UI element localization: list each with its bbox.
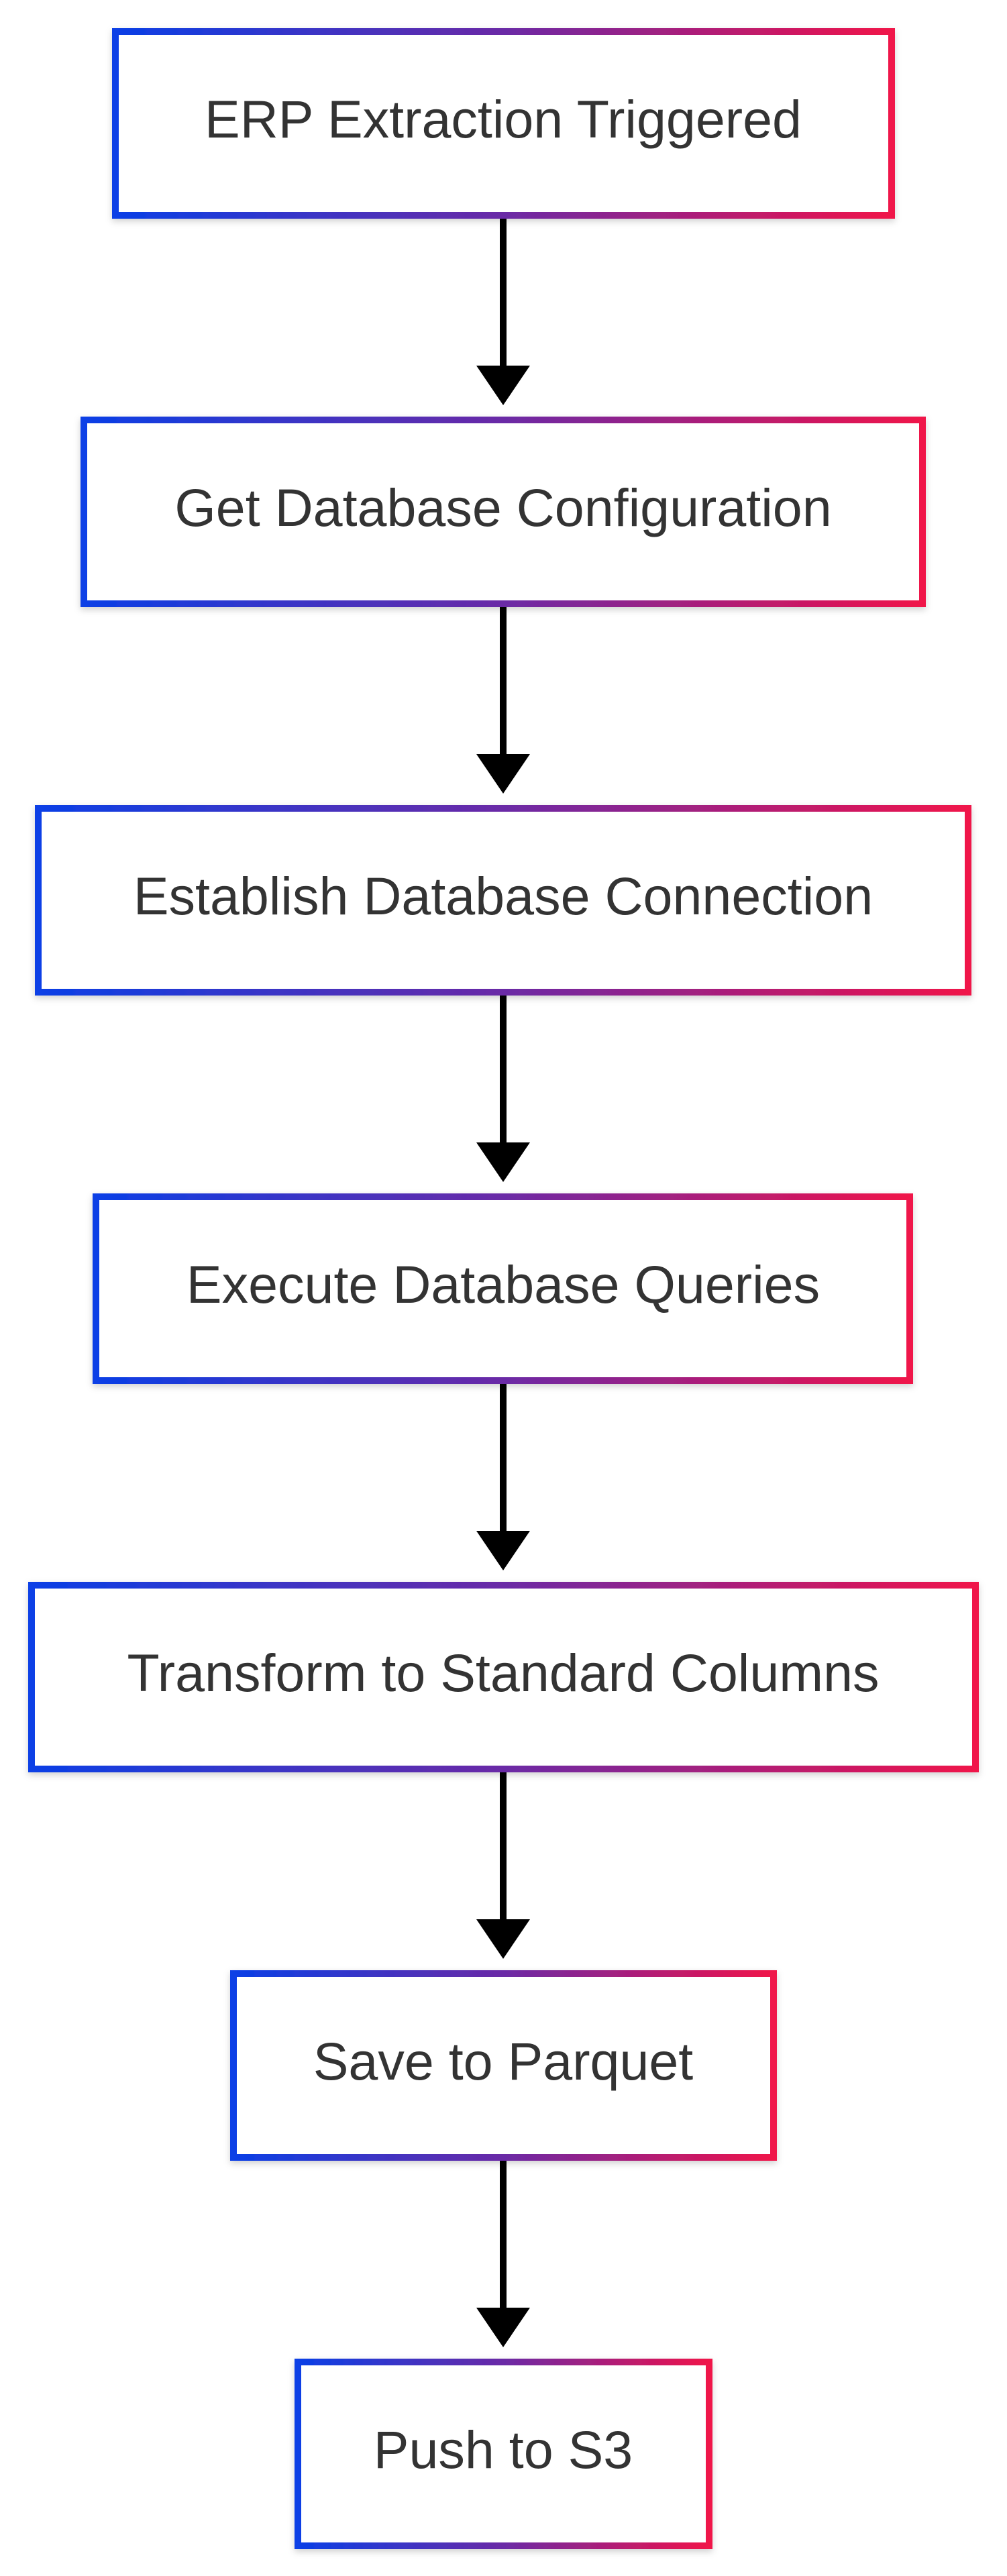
connector-3-4	[476, 996, 530, 1182]
connector-4-5	[476, 1384, 530, 1570]
step-label: Save to Parquet	[313, 2031, 694, 2091]
step-get-database-configuration: Get Database Configuration	[81, 417, 926, 607]
step-label: ERP Extraction Triggered	[205, 89, 802, 149]
connector-1-2	[476, 219, 530, 405]
step-push-to-s3: Push to S3	[295, 2359, 712, 2549]
connector-5-6	[476, 1772, 530, 1959]
step-execute-database-queries: Execute Database Queries	[93, 1193, 913, 1384]
step-label: Transform to Standard Columns	[127, 1643, 879, 1703]
connector-6-7	[476, 2161, 530, 2347]
step-transform-to-standard-columns: Transform to Standard Columns	[28, 1582, 979, 1772]
step-label: Establish Database Connection	[134, 866, 873, 926]
step-establish-database-connection: Establish Database Connection	[35, 805, 971, 996]
step-label: Get Database Configuration	[174, 478, 831, 537]
step-label: Execute Database Queries	[187, 1254, 820, 1314]
step-label: Push to S3	[374, 2420, 633, 2479]
connector-2-3	[476, 607, 530, 794]
step-save-to-parquet: Save to Parquet	[230, 1970, 777, 2161]
step-erp-extraction-triggered: ERP Extraction Triggered	[112, 28, 895, 219]
